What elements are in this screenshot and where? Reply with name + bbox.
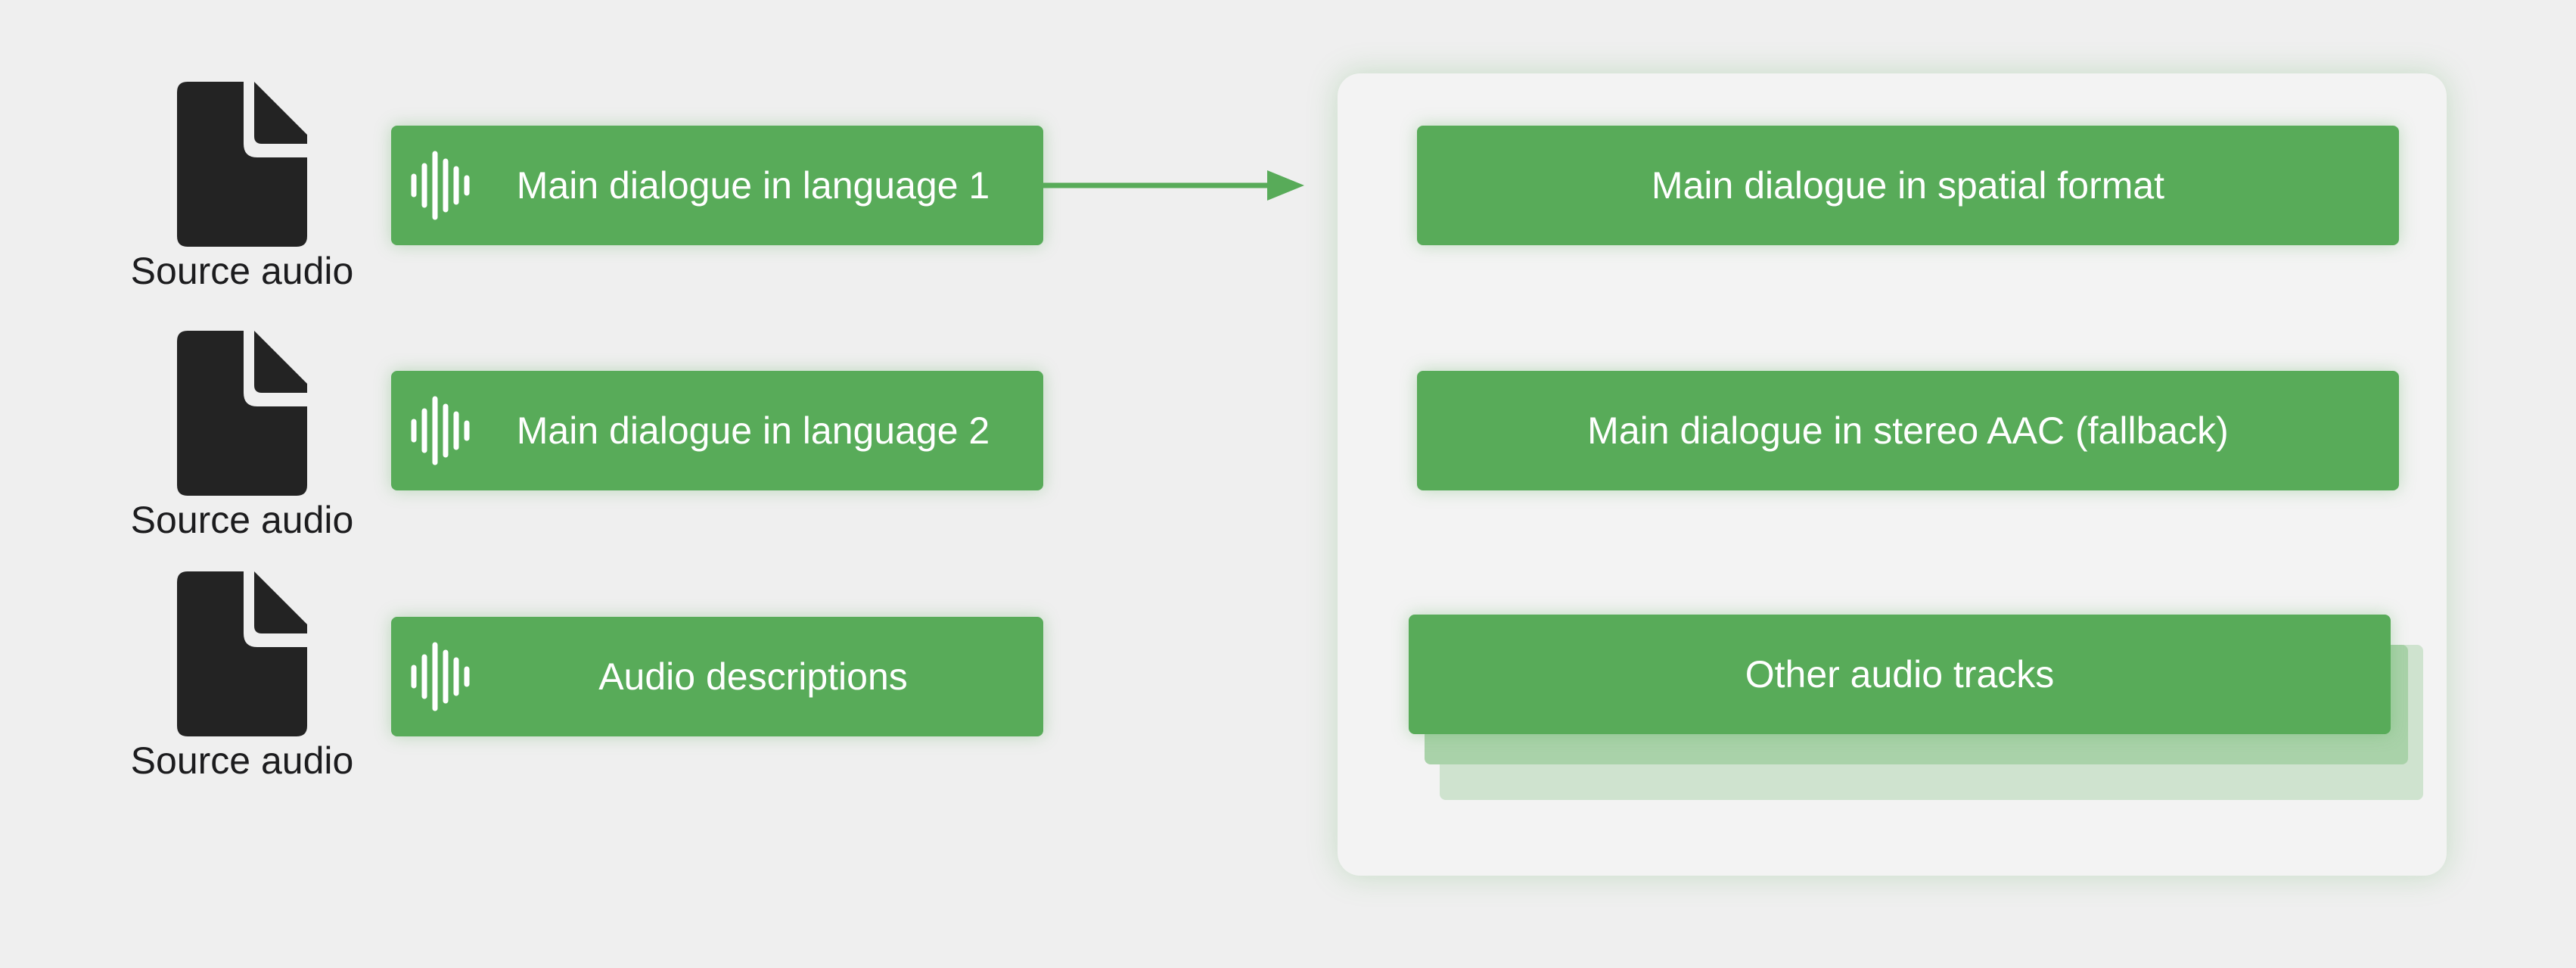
arrow-right-icon: [1043, 170, 1304, 201]
output-label: Other audio tracks: [1745, 653, 2055, 696]
source-file-3: Source audio: [113, 571, 371, 783]
document-icon: [177, 331, 307, 496]
output-label: Main dialogue in stereo AAC (fallback): [1587, 409, 2229, 452]
source-file-1: Source audio: [113, 82, 371, 294]
track-label: Audio descriptions: [598, 655, 908, 698]
track-label: Main dialogue in language 1: [516, 164, 990, 207]
waveform-icon: [411, 396, 470, 465]
source-label: Source audio: [130, 739, 354, 782]
output-track-spatial: Main dialogue in spatial format: [1417, 126, 2399, 245]
source-track-3: Audio descriptions: [391, 617, 1043, 736]
document-icon: [177, 82, 307, 247]
source-label: Source audio: [130, 250, 354, 292]
waveform-icon: [411, 151, 470, 220]
source-track-1: Main dialogue in language 1: [391, 126, 1043, 245]
track-label: Main dialogue in language 2: [516, 409, 990, 452]
output-label: Main dialogue in spatial format: [1651, 164, 2165, 207]
document-icon: [177, 571, 307, 736]
source-track-2: Main dialogue in language 2: [391, 371, 1043, 490]
source-label: Source audio: [130, 499, 354, 541]
output-track-other: Other audio tracks: [1409, 615, 2391, 734]
source-file-2: Source audio: [113, 331, 371, 543]
waveform-icon: [411, 642, 470, 711]
output-track-stereo: Main dialogue in stereo AAC (fallback): [1417, 371, 2399, 490]
